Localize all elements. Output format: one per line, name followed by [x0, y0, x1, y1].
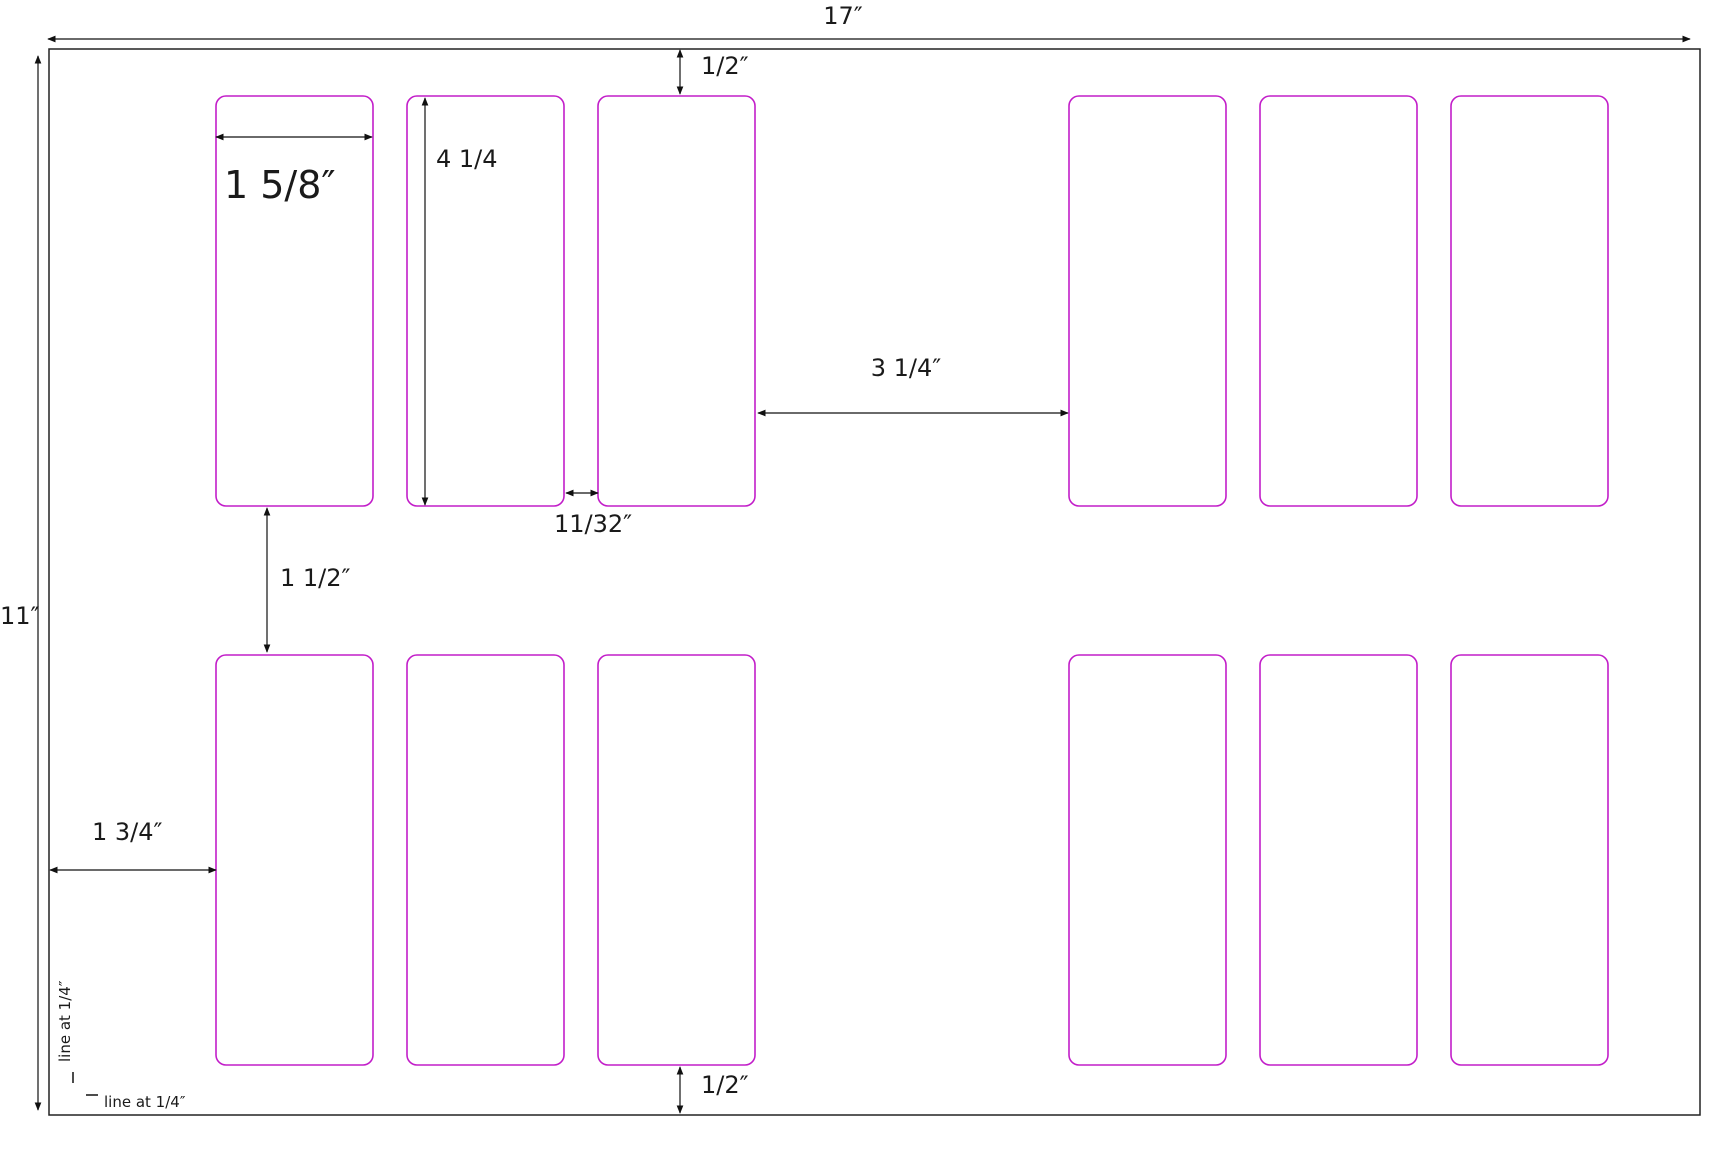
- label-rect-r2-c6: [1450, 654, 1609, 1066]
- horizontal-note-label: line at 1/4″: [104, 1093, 186, 1111]
- vertical-note-label: line at 1/4″: [56, 980, 74, 1062]
- sheet-outline: [48, 48, 1701, 1116]
- label-rect-r1-c6: [1450, 95, 1609, 507]
- column-gap-label: 11/32″: [554, 510, 632, 538]
- label-rect-r1-c2: [406, 95, 565, 507]
- row-gap-label: 1 1/2″: [280, 564, 351, 592]
- label-rect-r2-c1: [215, 654, 374, 1066]
- sheet-width-label: 17″: [823, 2, 863, 30]
- label-rect-r1-c4: [1068, 95, 1227, 507]
- left-margin-label: 1 3/4″: [92, 818, 163, 846]
- label-rect-r1-c1: [215, 95, 374, 507]
- top-margin-label: 1/2″: [701, 52, 749, 80]
- label-width-label: 1 5/8″: [224, 163, 336, 207]
- label-rect-r2-c3: [597, 654, 756, 1066]
- label-rect-r2-c2: [406, 654, 565, 1066]
- label-rect-r2-c4: [1068, 654, 1227, 1066]
- label-rect-r2-c5: [1259, 654, 1418, 1066]
- bottom-margin-label: 1/2″: [701, 1071, 749, 1099]
- label-rect-r1-c5: [1259, 95, 1418, 507]
- center-gap-label: 3 1/4″: [871, 354, 942, 382]
- label-rect-r1-c3: [597, 95, 756, 507]
- sheet-height-label: 11″: [0, 602, 40, 630]
- label-height-label: 4 1/4: [436, 145, 498, 173]
- label-grid: [215, 95, 1609, 1066]
